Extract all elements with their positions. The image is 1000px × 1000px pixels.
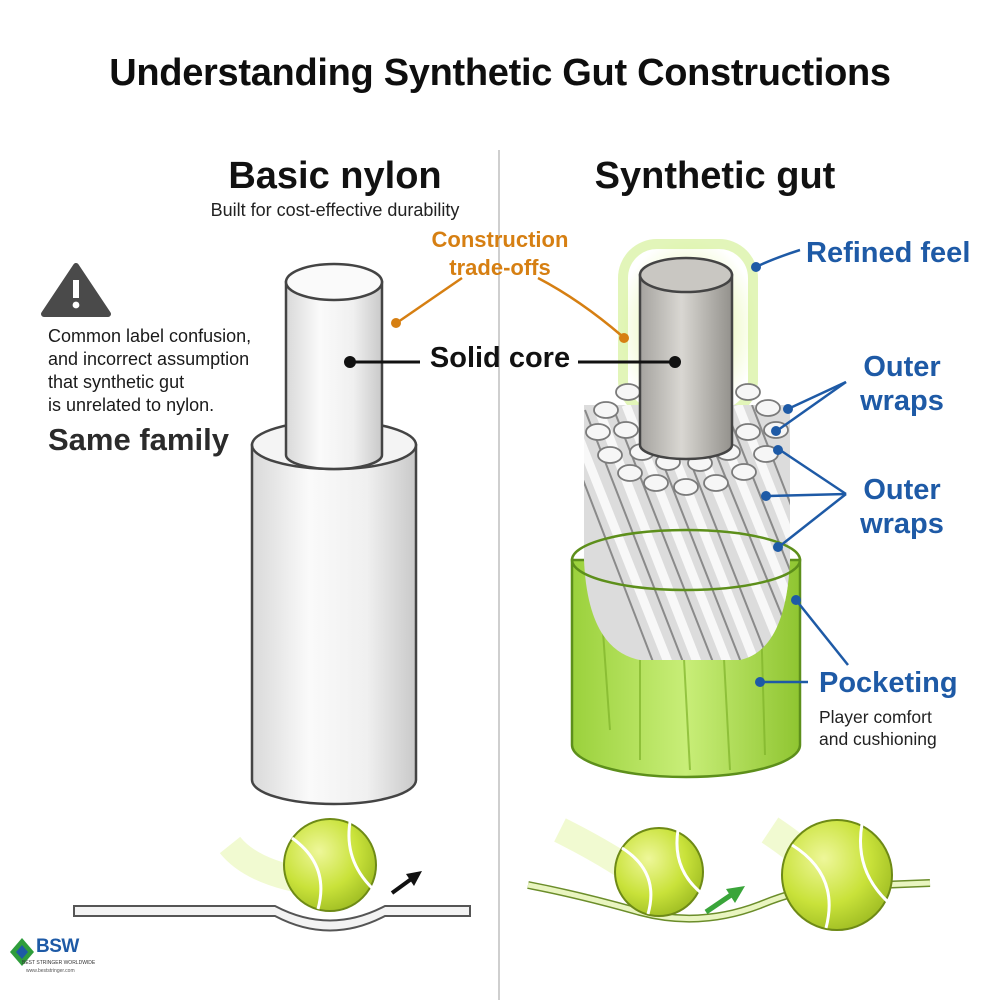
warning-line-2: and incorrect assumption (48, 349, 250, 369)
warning-line-4: is unrelated to nylon. (48, 395, 215, 415)
warning-note: Common label confusion, and incorrect as… (48, 325, 278, 417)
synthetic-gut-construction (570, 238, 802, 779)
outer-wraps-2-line-2: wraps (860, 508, 944, 540)
bsw-logo-text: BSW (36, 936, 79, 957)
basic-nylon-heading: Basic nylon (228, 155, 442, 197)
pocketing-note-line-1: Player comfort (819, 707, 932, 727)
bsw-logo-tagline: BEST STRINGER WORLDWIDE (22, 960, 96, 966)
solid-core-label: Solid core (429, 342, 571, 374)
outer-wraps-2-line-1: Outer (863, 474, 941, 506)
pocketing-label: Pocketing (819, 667, 958, 699)
warning-line-3: that synthetic gut (48, 372, 185, 392)
warning-triangle-icon (41, 263, 111, 317)
outer-wraps-label-1: Outer wraps (852, 350, 952, 418)
bsw-logo-mark (10, 938, 34, 966)
tradeoffs-line-1: Construction (431, 227, 569, 252)
gut-string-impact (527, 817, 931, 931)
construction-tradeoffs-label: Construction trade-offs (400, 226, 600, 282)
bsw-logo-url: www.beststringer.com (26, 968, 75, 974)
synthetic-gut-heading: Synthetic gut (594, 155, 836, 197)
nylon-string-impact (73, 818, 471, 932)
tradeoffs-line-2: trade-offs (449, 255, 551, 280)
outer-wraps-label-2: Outer wraps (852, 473, 952, 541)
outer-wraps-1-line-2: wraps (860, 385, 944, 417)
pocketing-note: Player comfort and cushioning (819, 706, 937, 750)
pocketing-note-line-2: and cushioning (819, 729, 937, 749)
warning-line-1: Common label confusion, (48, 326, 252, 346)
basic-nylon-subtitle: Built for cost-effective durability (210, 200, 460, 220)
refined-feel-label: Refined feel (806, 237, 971, 269)
same-family-emphasis: Same family (48, 422, 229, 457)
page-title: Understanding Synthetic Gut Construction… (109, 52, 891, 94)
outer-wraps-1-line-1: Outer (863, 351, 941, 383)
basic-nylon-cylinder (250, 262, 418, 806)
bsw-logo: BSW BEST STRINGER WORLDWIDE www.beststri… (8, 934, 95, 992)
